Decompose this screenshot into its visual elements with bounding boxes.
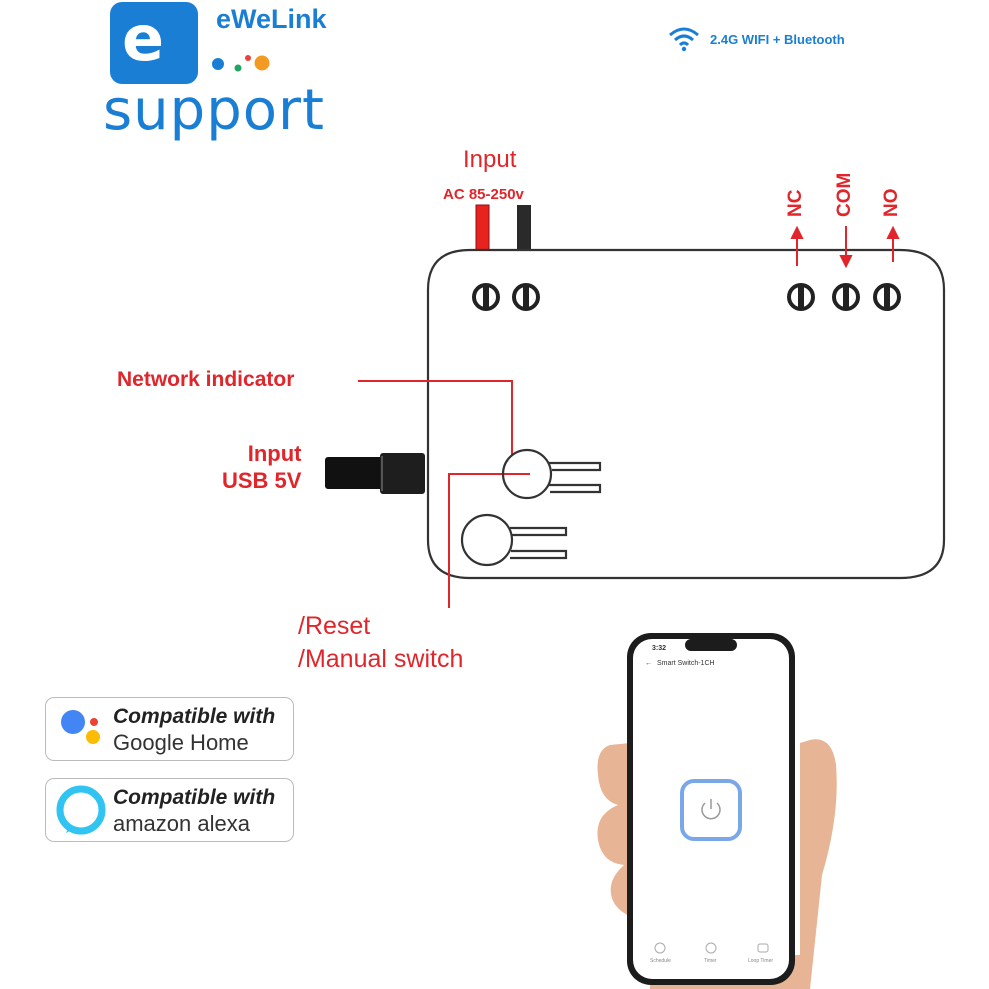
logo-dots-icon (212, 55, 270, 72)
terminal-arrows (790, 225, 900, 269)
logo-letter: e (122, 2, 165, 75)
device-body (426, 248, 946, 580)
usb-input-line1: Input (247, 441, 302, 466)
wifi-icon (669, 27, 699, 52)
usb-plug (380, 453, 425, 494)
ac-range-label: AC 85-250v (443, 186, 524, 203)
phone-time: 3:32 (652, 645, 667, 652)
reset-label: /Reset /Manual switch (298, 610, 463, 676)
alexa-icon (56, 785, 106, 835)
tab-loop-timer[interactable]: Loop Timer (748, 958, 774, 964)
phone-in-hand (597, 633, 837, 989)
ac-input-label: Input (463, 146, 517, 173)
usb-input-label: Input USB 5V (222, 440, 301, 494)
phone-title: Smart Switch-1CH (657, 660, 715, 667)
power-button[interactable] (680, 779, 742, 841)
google-assistant-icon (61, 710, 100, 744)
badge-google-line1: Compatible with (113, 705, 276, 728)
schedule-icon (654, 942, 666, 954)
loop-timer-icon (757, 943, 769, 953)
timer-icon (705, 942, 717, 954)
connectivity-text: 2.4G WIFI + Bluetooth (710, 32, 845, 47)
support-wordmark: support (103, 78, 326, 143)
usb-cable (325, 457, 383, 489)
badge-alexa-line2: amazon alexa (113, 811, 250, 836)
terminal-no-label: NO (881, 188, 902, 218)
google-home-badge: Compatible with Google Home (45, 697, 294, 761)
tab-schedule[interactable]: Schedule (650, 958, 671, 964)
terminal-screws (472, 283, 901, 311)
ewelink-logo: e (110, 2, 198, 84)
phone-back-icon[interactable]: ← (645, 660, 652, 667)
hand (597, 739, 837, 989)
usb-input-line2: USB 5V (222, 468, 302, 493)
badge-alexa-line1: Compatible with (113, 786, 276, 809)
tab-timer[interactable]: Timer (704, 958, 717, 964)
reset-line2: /Manual switch (298, 645, 464, 673)
alexa-badge: Compatible with amazon alexa (45, 778, 294, 842)
badge-google-line2: Google Home (113, 730, 249, 755)
terminal-com-label: COM (834, 172, 855, 217)
brand-name: eWeLink (216, 4, 327, 34)
terminal-nc-label: NC (785, 189, 806, 217)
reset-line1: /Reset (298, 612, 371, 640)
network-indicator-label: Network indicator (117, 368, 295, 391)
power-icon (701, 799, 721, 820)
wiring-diagram (325, 204, 946, 608)
button-pins (460, 448, 602, 567)
network-indicator-leader (358, 380, 513, 455)
phone-notch (685, 639, 737, 651)
